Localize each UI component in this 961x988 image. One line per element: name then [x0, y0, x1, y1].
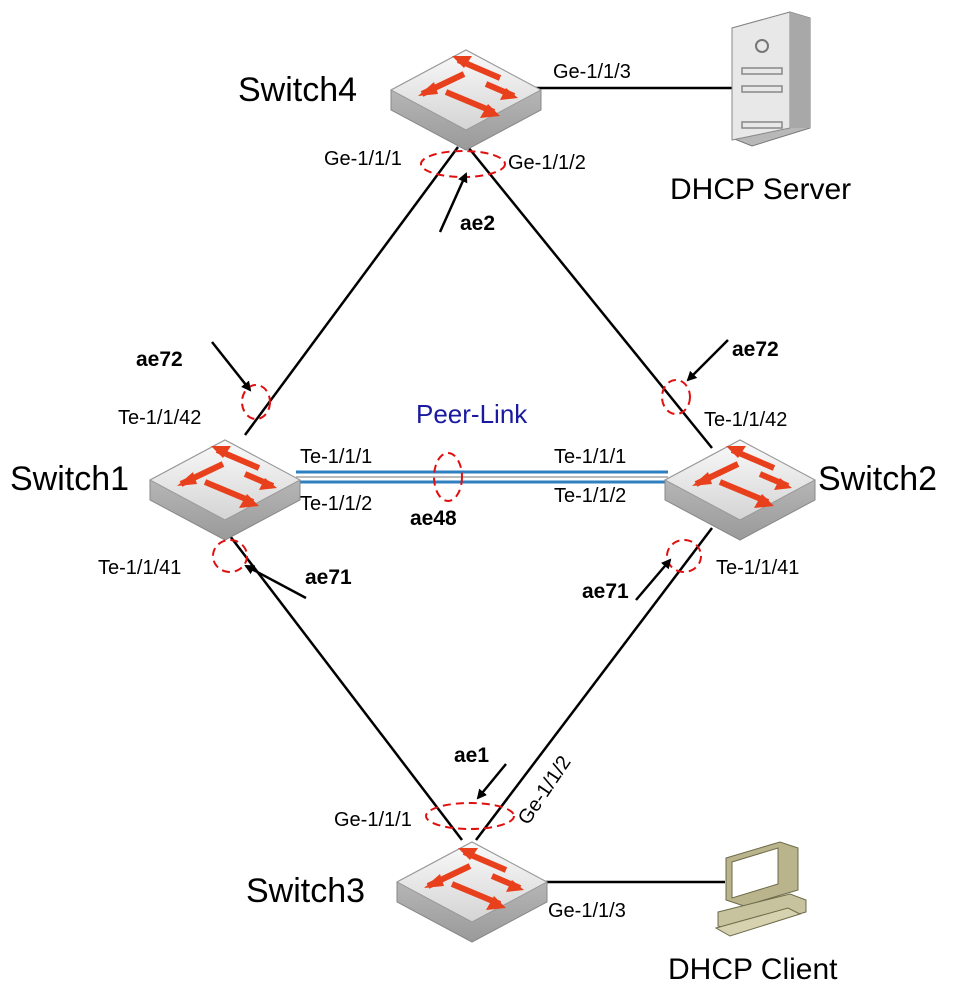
switch3-label: Switch3	[246, 872, 365, 910]
client-pc-icon[interactable]	[714, 841, 807, 937]
switch2-icon[interactable]	[665, 440, 815, 540]
port-s3-left: Ge-1/1/1	[334, 809, 412, 831]
switch1-icon[interactable]	[150, 440, 300, 540]
dhcp-server-label: DHCP Server	[670, 173, 851, 206]
ae72-left-pointer-icon	[211, 341, 252, 392]
lag-ring-switch3	[425, 802, 515, 830]
dhcp-client-label: DHCP Client	[668, 953, 838, 986]
lag-label-ae72-right: ae72	[732, 338, 779, 361]
switch2-label: Switch2	[818, 460, 937, 498]
lag-ring-switch4	[420, 150, 506, 178]
lag-ring-peer	[433, 452, 463, 502]
peer-link-lines	[296, 470, 668, 484]
port-s3-right: Ge-1/1/2	[514, 752, 576, 829]
ae71-left-pointer-icon	[244, 564, 307, 600]
lag-ring-switch1-up	[241, 384, 271, 420]
link-switch4-switch2	[467, 146, 713, 449]
switch4-label: Switch4	[238, 71, 357, 109]
peer-link-label: Peer-Link	[416, 399, 528, 429]
port-s3-client: Ge-1/1/3	[548, 900, 626, 922]
port-s1-down: Te-1/1/41	[98, 557, 181, 579]
port-s4-left: Ge-1/1/1	[324, 148, 402, 170]
port-s4-server: Ge-1/1/3	[553, 61, 631, 83]
link-switch2-switch3	[475, 527, 713, 841]
lag-ring-switch2-up	[661, 379, 691, 415]
switch1-label: Switch1	[10, 460, 129, 498]
ae72-right-pointer-icon	[686, 339, 729, 382]
link-switch4-switch1	[243, 146, 460, 436]
port-s4-right: Ge-1/1/2	[508, 152, 586, 174]
port-s1-peer1: Te-1/1/1	[300, 446, 372, 468]
port-s1-up: Te-1/1/42	[118, 407, 201, 429]
lag-label-ae71-right: ae71	[582, 580, 629, 603]
switch4-icon[interactable]	[391, 50, 541, 150]
lag-ring-switch2-down	[666, 539, 702, 573]
ae71-right-pointer-icon	[635, 558, 672, 601]
link-switch1-switch3	[229, 535, 463, 841]
server-icon[interactable]	[731, 11, 811, 147]
ae2-pointer-icon	[438, 172, 468, 233]
port-s2-down: Te-1/1/41	[716, 557, 799, 579]
lag-label-ae72-left: ae72	[136, 348, 183, 371]
ae1-pointer-icon	[476, 763, 507, 800]
lag-label-ae1: ae1	[454, 744, 489, 767]
lag-label-ae48: ae48	[410, 507, 457, 530]
lag-label-ae2: ae2	[460, 212, 495, 235]
switch3-icon[interactable]	[397, 842, 547, 942]
lag-label-ae71-left: ae71	[305, 566, 352, 589]
port-s2-peer1: Te-1/1/1	[554, 446, 626, 468]
port-s1-peer2: Te-1/1/2	[300, 493, 372, 515]
port-s2-peer2: Te-1/1/2	[554, 485, 626, 507]
lag-ring-switch1-down	[212, 539, 248, 573]
port-s2-up: Te-1/1/42	[704, 409, 787, 431]
